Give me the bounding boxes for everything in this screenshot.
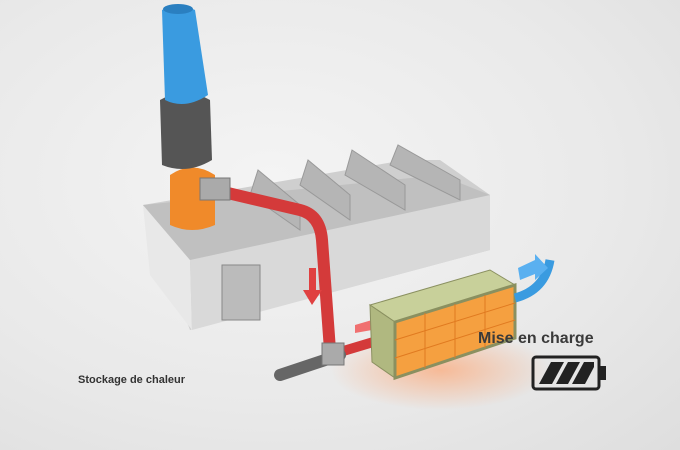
battery-icon [531, 355, 606, 391]
battery-segment [572, 362, 594, 384]
pipe-valve [321, 342, 345, 366]
battery-segment [539, 362, 564, 384]
cold-flow-arrow-icon [518, 254, 548, 280]
battery-segment [556, 362, 580, 384]
chimney [160, 4, 215, 230]
charging-label: Mise en charge [478, 330, 594, 347]
heat-storage-label: Stockage de chaleur [78, 374, 185, 386]
cold-pipe [513, 259, 555, 303]
factory-door [221, 264, 261, 321]
heat-storage-container [368, 269, 517, 381]
